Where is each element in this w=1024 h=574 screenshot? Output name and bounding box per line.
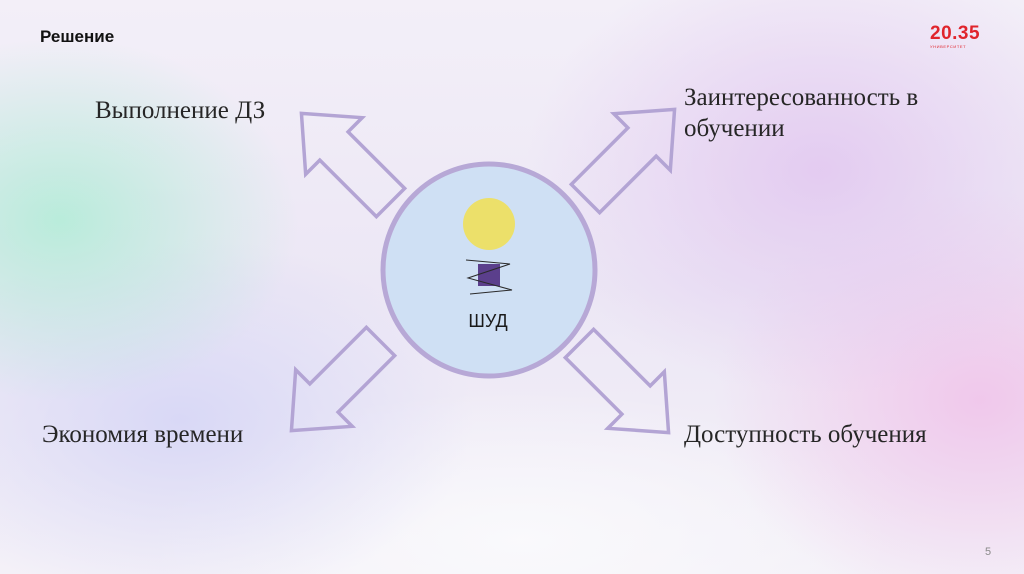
- school-icon: [465, 259, 513, 295]
- slide-title: Решение: [40, 27, 115, 46]
- page-number: 5: [985, 546, 992, 558]
- logo-2035: 20.35 УНИВЕРСИТЕТ: [930, 24, 1000, 49]
- logo-subtext: УНИВЕРСИТЕТ: [930, 44, 967, 49]
- sun-icon: [463, 198, 515, 250]
- logo-text: 20.35: [930, 23, 981, 44]
- arrow-top-right: [555, 79, 705, 229]
- arrow-top-left: [271, 83, 421, 233]
- arrow-bottom-left: [261, 311, 411, 461]
- outcome-accessibility: Доступность обучения: [684, 421, 927, 448]
- outcome-homework: Выполнение ДЗ: [95, 97, 266, 124]
- outcome-time-saving: Экономия времени: [42, 421, 244, 448]
- outcome-engagement: Заинтересованность в обучении: [684, 84, 919, 142]
- center-label: ШУД: [468, 311, 508, 331]
